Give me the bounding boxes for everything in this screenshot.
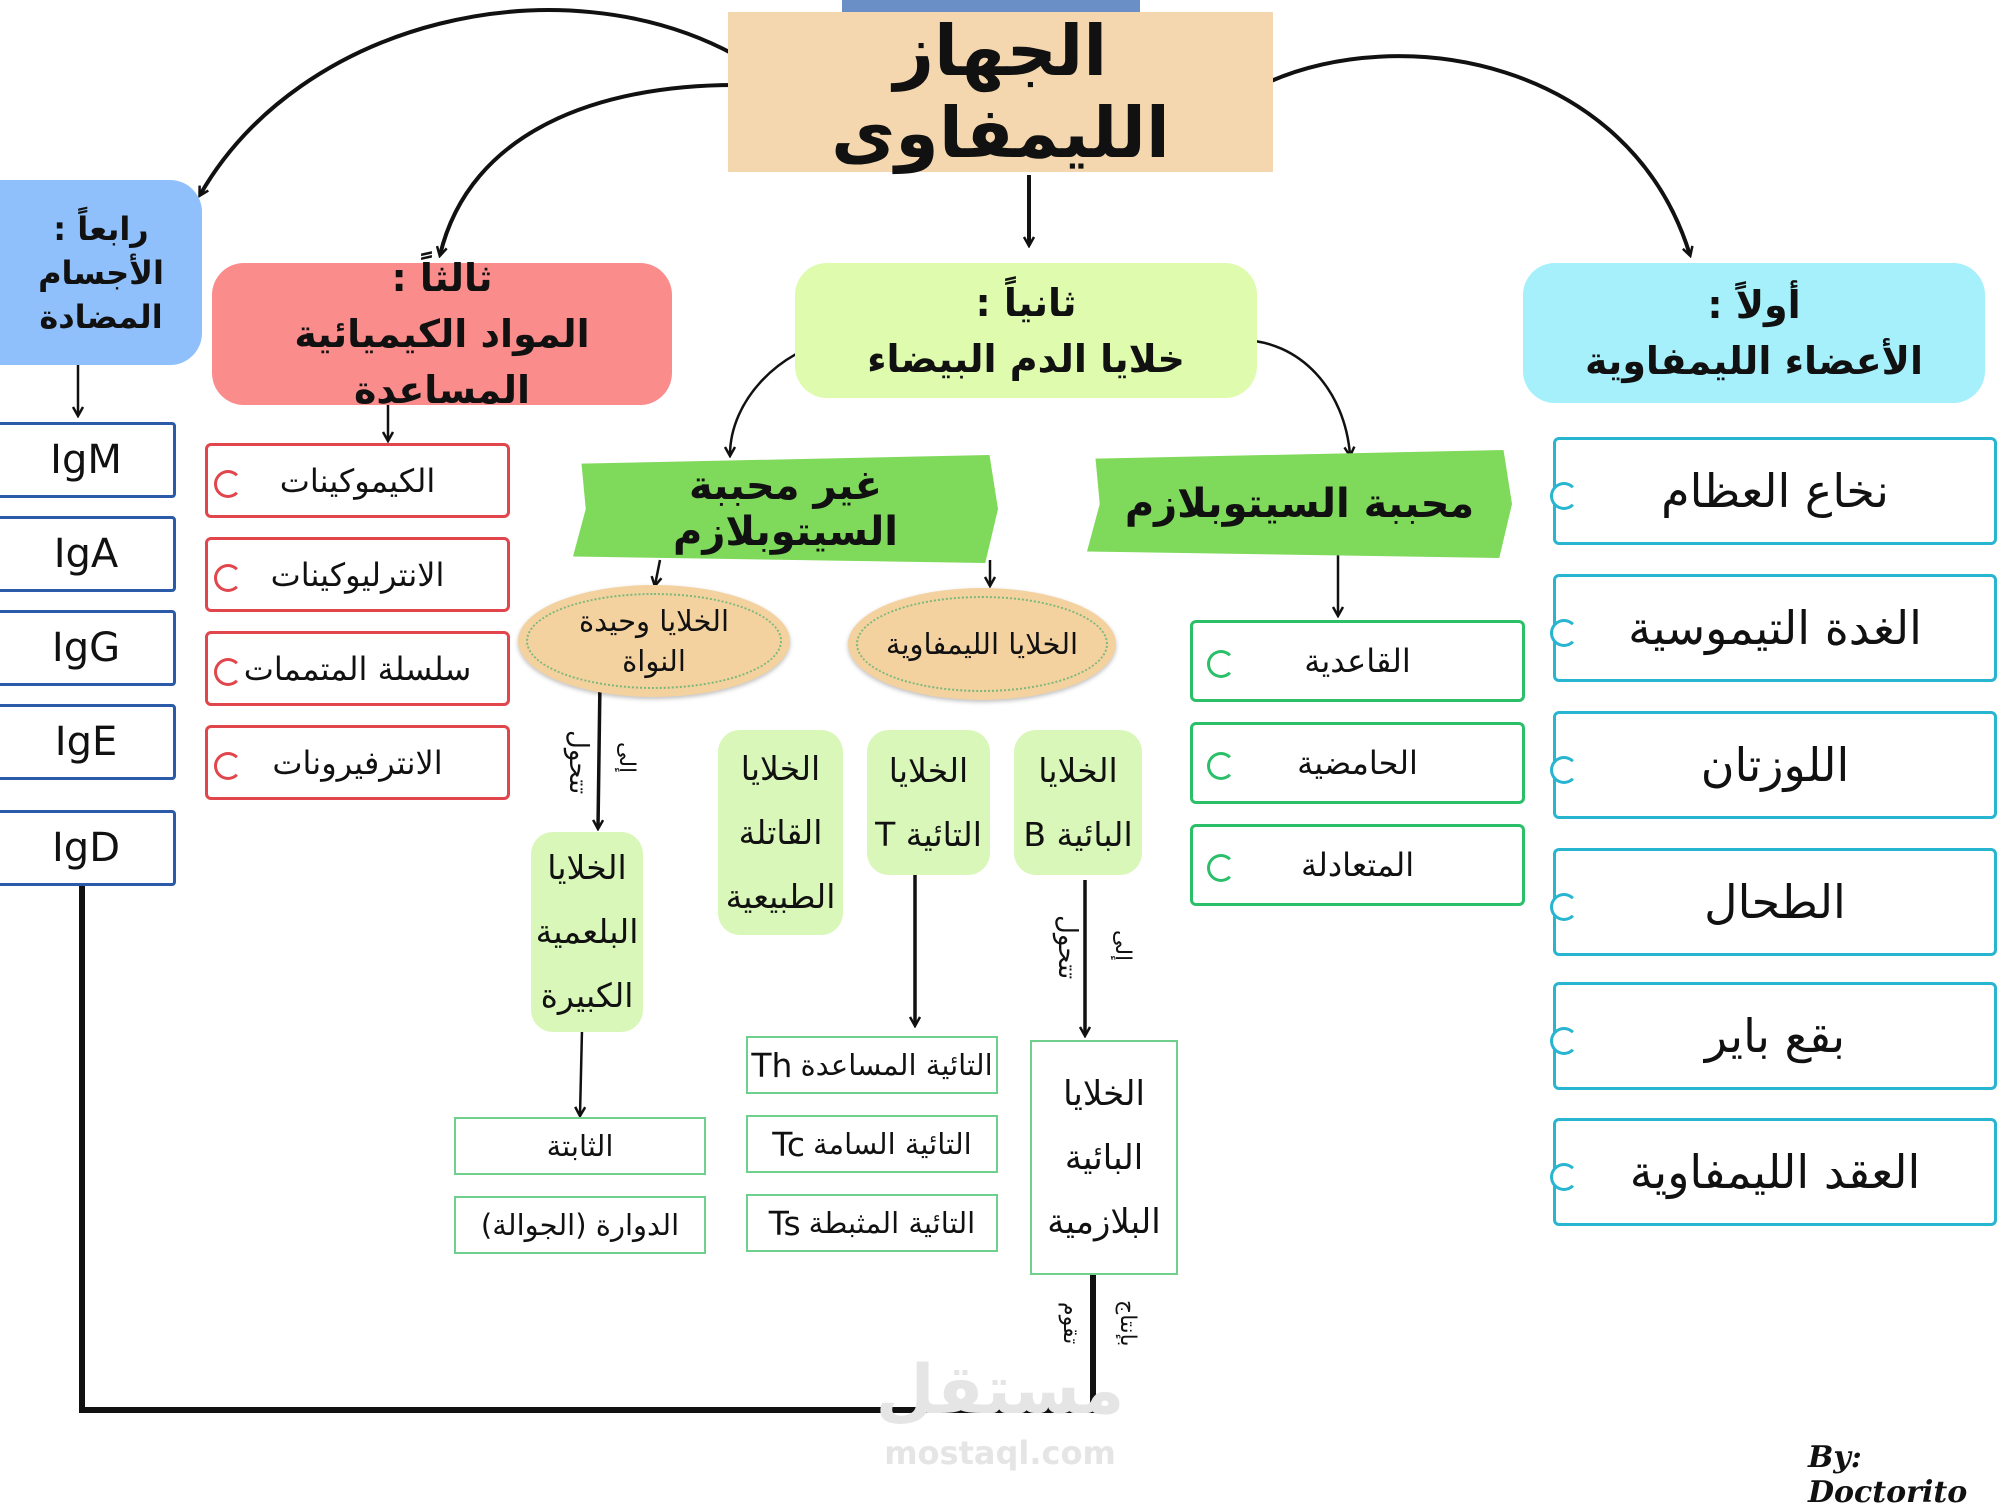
watermark-brand: مستقل xyxy=(875,1350,1125,1430)
b-transform-label: تتحول xyxy=(1052,915,1082,980)
macrophage-type: الدوارة (الجوالة) xyxy=(454,1196,706,1254)
produce-label-1: تقوم xyxy=(1058,1302,1083,1345)
section-fourth-antibodies: رابعاً : الأجسام المضادة xyxy=(0,180,202,365)
fourth-line2: المضادة xyxy=(39,297,163,336)
section-second-wbc: ثانياً : خلايا الدم البيضاء xyxy=(795,263,1257,398)
first-subtitle: الأعضاء الليمفاوية xyxy=(1585,339,1923,383)
mono-transform-label: تتحول xyxy=(563,730,593,795)
fourth-heading: رابعاً : xyxy=(53,209,149,248)
macrophage-type: الثابتة xyxy=(454,1117,706,1175)
antibody-item: IgE xyxy=(0,704,176,780)
antibody-item: IgM xyxy=(0,422,176,498)
ribbon-granular: محببة السيتوبلازم xyxy=(1087,450,1512,558)
chemical-item: سلسلة المتممات xyxy=(205,631,510,706)
section-first-organs: أولاً : الأعضاء الليمفاوية xyxy=(1523,263,1985,403)
signature: By: Doctorito xyxy=(1808,1440,1968,1510)
antibody-item: IgD xyxy=(0,810,176,886)
organ-item: الطحال xyxy=(1550,848,1997,956)
watermark-url: mostaql.com xyxy=(884,1433,1116,1472)
third-subtitle: المواد الكيميائية المساعدة xyxy=(294,312,590,412)
oval-monocytes: الخلايا وحيدة النواة xyxy=(518,585,790,697)
produce-label-2: بإنتاج xyxy=(1115,1300,1140,1347)
oval-lymphocytes: الخلايا الليمفاوية xyxy=(848,588,1116,700)
granular-item: الحامضية xyxy=(1190,722,1525,804)
second-subtitle: خلايا الدم البيضاء xyxy=(867,336,1185,381)
organ-item: العقد الليمفاوية xyxy=(1550,1118,1997,1226)
chemical-item: الانترليوكينات xyxy=(205,537,510,612)
fourth-line1: الأجسام xyxy=(38,253,164,292)
organ-item: الغدة التيموسية xyxy=(1550,574,1997,682)
section-third-chemicals: ثالثاً : المواد الكيميائية المساعدة xyxy=(212,256,672,412)
organ-item: اللوزتان xyxy=(1550,711,1997,819)
chemical-item: الانترفيرونات xyxy=(205,725,510,800)
granular-item: القاعدية xyxy=(1190,620,1525,702)
first-heading: أولاً : xyxy=(1707,283,1801,327)
granular-item: المتعادلة xyxy=(1190,824,1525,906)
third-heading: ثالثاً : xyxy=(391,256,493,300)
antibody-item: IgG xyxy=(0,610,176,686)
chemical-item: الكيموكينات xyxy=(205,443,510,518)
b-to-label: إلى xyxy=(1110,930,1135,962)
second-heading: ثانياً : xyxy=(975,280,1077,325)
mono-to-label: إلى xyxy=(614,742,639,774)
ribbon-agranular: غير محببة السيتوبلازم xyxy=(573,455,998,563)
page-title: الجهاز الليمفاوى xyxy=(728,10,1273,174)
organ-item: نخاع العظام xyxy=(1550,437,1997,545)
organ-item: بقع باير xyxy=(1550,982,1997,1090)
antibody-item: IgA xyxy=(0,516,176,592)
